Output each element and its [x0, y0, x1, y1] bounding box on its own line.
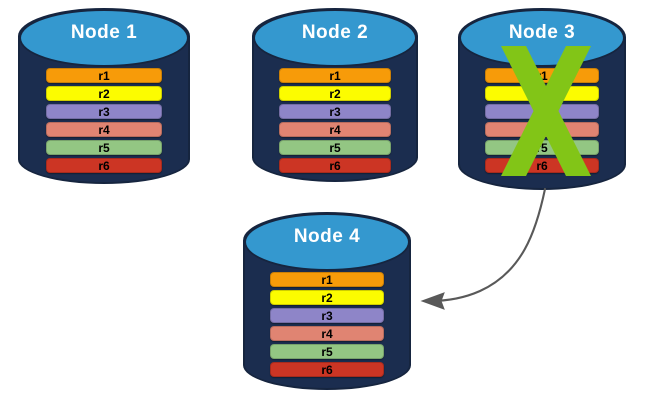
- record-label: r3: [329, 105, 341, 119]
- cylinder-top-ellipse: [19, 9, 189, 67]
- record-row[interactable]: r3: [270, 308, 384, 323]
- record-row[interactable]: r3: [485, 104, 599, 119]
- record-row[interactable]: r2: [485, 86, 599, 101]
- cylinder-top-ellipse: [253, 9, 417, 67]
- record-label: r6: [321, 363, 333, 377]
- record-label: r5: [329, 141, 341, 155]
- record-label: r3: [536, 105, 548, 119]
- record-row[interactable]: r5: [46, 140, 162, 155]
- record-label: r5: [98, 141, 110, 155]
- record-row[interactable]: r6: [279, 158, 391, 173]
- record-row[interactable]: r2: [279, 86, 391, 101]
- record-row[interactable]: r4: [485, 122, 599, 137]
- record-row[interactable]: r1: [46, 68, 162, 83]
- record-list-4: r1 r2 r3 r4 r5 r6: [243, 272, 411, 380]
- record-label: r6: [536, 159, 548, 173]
- record-label: r3: [98, 105, 110, 119]
- record-label: r2: [329, 87, 341, 101]
- record-row[interactable]: r5: [485, 140, 599, 155]
- cylinder-top-ellipse: [244, 213, 410, 271]
- record-label: r4: [98, 123, 110, 137]
- record-row[interactable]: r5: [270, 344, 384, 359]
- record-label: r4: [536, 123, 548, 137]
- record-row[interactable]: r3: [279, 104, 391, 119]
- record-row[interactable]: r3: [46, 104, 162, 119]
- record-label: r6: [98, 159, 110, 173]
- record-row[interactable]: r5: [279, 140, 391, 155]
- arrow-head: [420, 292, 445, 310]
- node-cylinder-3[interactable]: Node 3 r1 r2 r3 r4 r5 r6: [458, 8, 626, 190]
- arrow-curve: [428, 187, 547, 303]
- record-row[interactable]: r2: [46, 86, 162, 101]
- record-label: r2: [321, 291, 333, 305]
- record-label: r5: [321, 345, 333, 359]
- record-list-3: r1 r2 r3 r4 r5 r6: [458, 68, 626, 176]
- record-row[interactable]: r4: [279, 122, 391, 137]
- node-cylinder-1[interactable]: Node 1 r1 r2 r3 r4 r5 r6: [18, 8, 190, 184]
- record-row[interactable]: r1: [279, 68, 391, 83]
- record-label: r1: [321, 273, 333, 287]
- record-label: r6: [329, 159, 341, 173]
- record-label: r3: [321, 309, 333, 323]
- record-label: r1: [98, 69, 110, 83]
- record-label: r4: [321, 327, 333, 341]
- record-list-1: r1 r2 r3 r4 r5 r6: [18, 68, 190, 176]
- node-cylinder-2[interactable]: Node 2 r1 r2 r3 r4 r5 r6: [252, 8, 418, 182]
- record-label: r1: [536, 69, 548, 83]
- record-row[interactable]: r2: [270, 290, 384, 305]
- record-label: r1: [329, 69, 341, 83]
- record-label: r2: [98, 87, 110, 101]
- cylinder-top-ellipse: [459, 9, 625, 67]
- record-label: r4: [329, 123, 341, 137]
- record-row[interactable]: r6: [270, 362, 384, 377]
- record-row[interactable]: r6: [46, 158, 162, 173]
- record-row[interactable]: r1: [270, 272, 384, 287]
- record-row[interactable]: r6: [485, 158, 599, 173]
- record-row[interactable]: r4: [46, 122, 162, 137]
- record-label: r2: [536, 87, 548, 101]
- record-row[interactable]: r4: [270, 326, 384, 341]
- record-list-2: r1 r2 r3 r4 r5 r6: [252, 68, 418, 176]
- record-label: r5: [536, 141, 548, 155]
- record-row[interactable]: r1: [485, 68, 599, 83]
- node-cylinder-4[interactable]: Node 4 r1 r2 r3 r4 r5 r6: [243, 212, 411, 390]
